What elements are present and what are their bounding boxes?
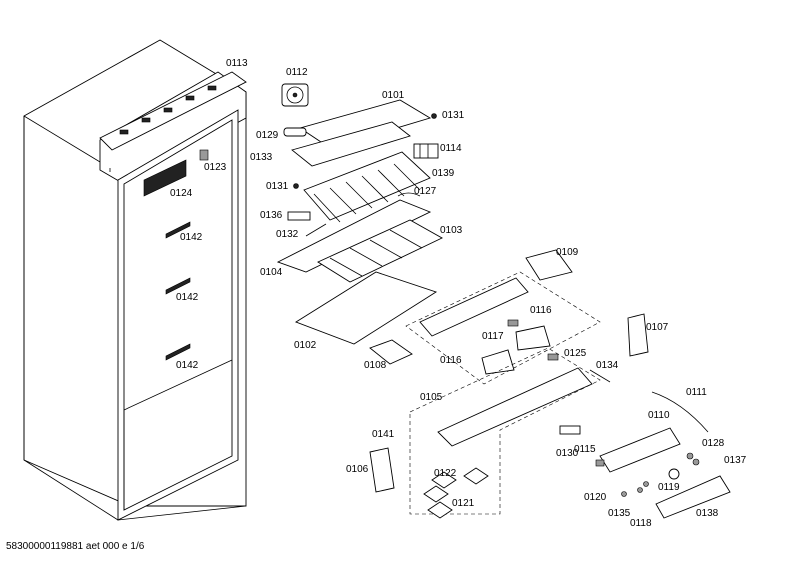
- plate-0138: [655, 475, 731, 519]
- label-0112: 0112: [286, 67, 308, 78]
- part-0118: [643, 481, 649, 487]
- label-0111: 0111: [686, 387, 707, 398]
- label-0108: 0108: [364, 360, 387, 371]
- label-0121: 0121: [452, 498, 475, 509]
- bracket-0106: [369, 447, 395, 493]
- label-0113: 0113: [226, 58, 248, 69]
- label-0135: 0135: [608, 508, 631, 519]
- plate-0133: [291, 121, 411, 167]
- part-0130: [559, 425, 581, 435]
- pad-0121-a: [423, 485, 449, 503]
- grid-0103: [317, 219, 443, 283]
- part-0115: [595, 459, 605, 467]
- label-0123: 0123: [204, 162, 227, 173]
- shelf-support-0142-c: [165, 343, 191, 361]
- label-0106: 0106: [346, 464, 369, 475]
- cabinet-housing: [23, 39, 247, 521]
- shelf-support-0142-b: [165, 277, 191, 295]
- bracket-0109: [525, 249, 573, 281]
- pad-0122-a: [431, 471, 457, 489]
- label-0129: 0129: [256, 130, 279, 141]
- label-0139: 0139: [432, 168, 455, 179]
- label-0103: 0103: [440, 225, 463, 236]
- block-0114: [413, 143, 439, 159]
- cover-0101: [298, 99, 432, 149]
- label-0105: 0105: [420, 392, 443, 403]
- knob-0119: [668, 468, 680, 480]
- cone-0116-b: [481, 349, 515, 375]
- label-0136: 0136: [260, 210, 283, 221]
- label-0131-a: 0131: [442, 110, 465, 121]
- shelf-support-0142-a: [165, 221, 191, 239]
- cone-0116-a: [515, 325, 551, 351]
- label-0115: 0115: [574, 444, 596, 455]
- label-0102: 0102: [294, 340, 317, 351]
- duct-assembly-0105: [405, 271, 601, 385]
- label-0116-b: 0116: [440, 355, 462, 366]
- label-0138: 0138: [696, 508, 719, 519]
- panel-0110: [599, 427, 681, 473]
- label-0119: 0119: [658, 482, 680, 493]
- label-0122: 0122: [434, 468, 457, 479]
- label-0131-b: 0131: [266, 181, 289, 192]
- wire-0127: [397, 192, 421, 197]
- label-0132: 0132: [276, 229, 299, 240]
- label-0109: 0109: [556, 247, 579, 258]
- label-0117: 0117: [482, 331, 504, 342]
- rail-0141: [437, 367, 593, 447]
- evaporator-0139: [303, 151, 431, 223]
- label-0142-b: 0142: [176, 292, 199, 303]
- pad-0121-b: [427, 501, 453, 519]
- panel-0124: [143, 159, 187, 197]
- part-0132: [305, 223, 327, 237]
- label-0124: 0124: [170, 188, 193, 199]
- label-0107: 0107: [646, 322, 669, 333]
- bracket-0108: [369, 339, 413, 365]
- label-0118: 0118: [630, 518, 652, 529]
- part-0135: [637, 487, 643, 493]
- label-0134: 0134: [596, 360, 619, 371]
- label-0133: 0133: [250, 152, 273, 163]
- part-0128: [686, 452, 694, 460]
- bracket-0107: [627, 313, 649, 357]
- label-0125: 0125: [564, 348, 587, 359]
- document-id-footer: 58300000119881 aet 000 e 1/6: [6, 541, 145, 552]
- wire-0134: [589, 369, 611, 383]
- label-0120: 0120: [584, 492, 607, 503]
- fan-0112: [281, 83, 309, 107]
- screw-0131-b: [293, 183, 299, 189]
- cable-0111: [651, 391, 709, 433]
- tray-0102: [294, 271, 438, 345]
- label-0142-c: 0142: [176, 360, 199, 371]
- part-0120: [621, 491, 627, 497]
- part-0117: [507, 319, 519, 327]
- label-0101: 0101: [382, 90, 405, 101]
- label-0142-a: 0142: [180, 232, 203, 243]
- label-0141: 0141: [372, 429, 395, 440]
- part-0137: [692, 458, 700, 466]
- part-0123: [199, 149, 209, 161]
- pad-0122-b: [463, 467, 489, 485]
- tray-0104: [276, 199, 432, 273]
- part-0136: [287, 211, 311, 221]
- clip-0129: [283, 127, 307, 137]
- screw-0131-a: [431, 113, 437, 119]
- rail-frame-0141: [409, 347, 601, 515]
- label-0130: 0130: [556, 448, 579, 459]
- label-0137: 0137: [724, 455, 747, 466]
- label-0104: 0104: [260, 267, 283, 278]
- label-0127: 0127: [414, 186, 437, 197]
- part-0125: [547, 353, 559, 361]
- top-rail-0113: [99, 71, 247, 151]
- label-0114: 0114: [440, 143, 462, 154]
- label-0128: 0128: [702, 438, 725, 449]
- duct-0105: [419, 277, 529, 337]
- label-0110: 0110: [648, 410, 670, 421]
- label-0116-a: 0116: [530, 305, 552, 316]
